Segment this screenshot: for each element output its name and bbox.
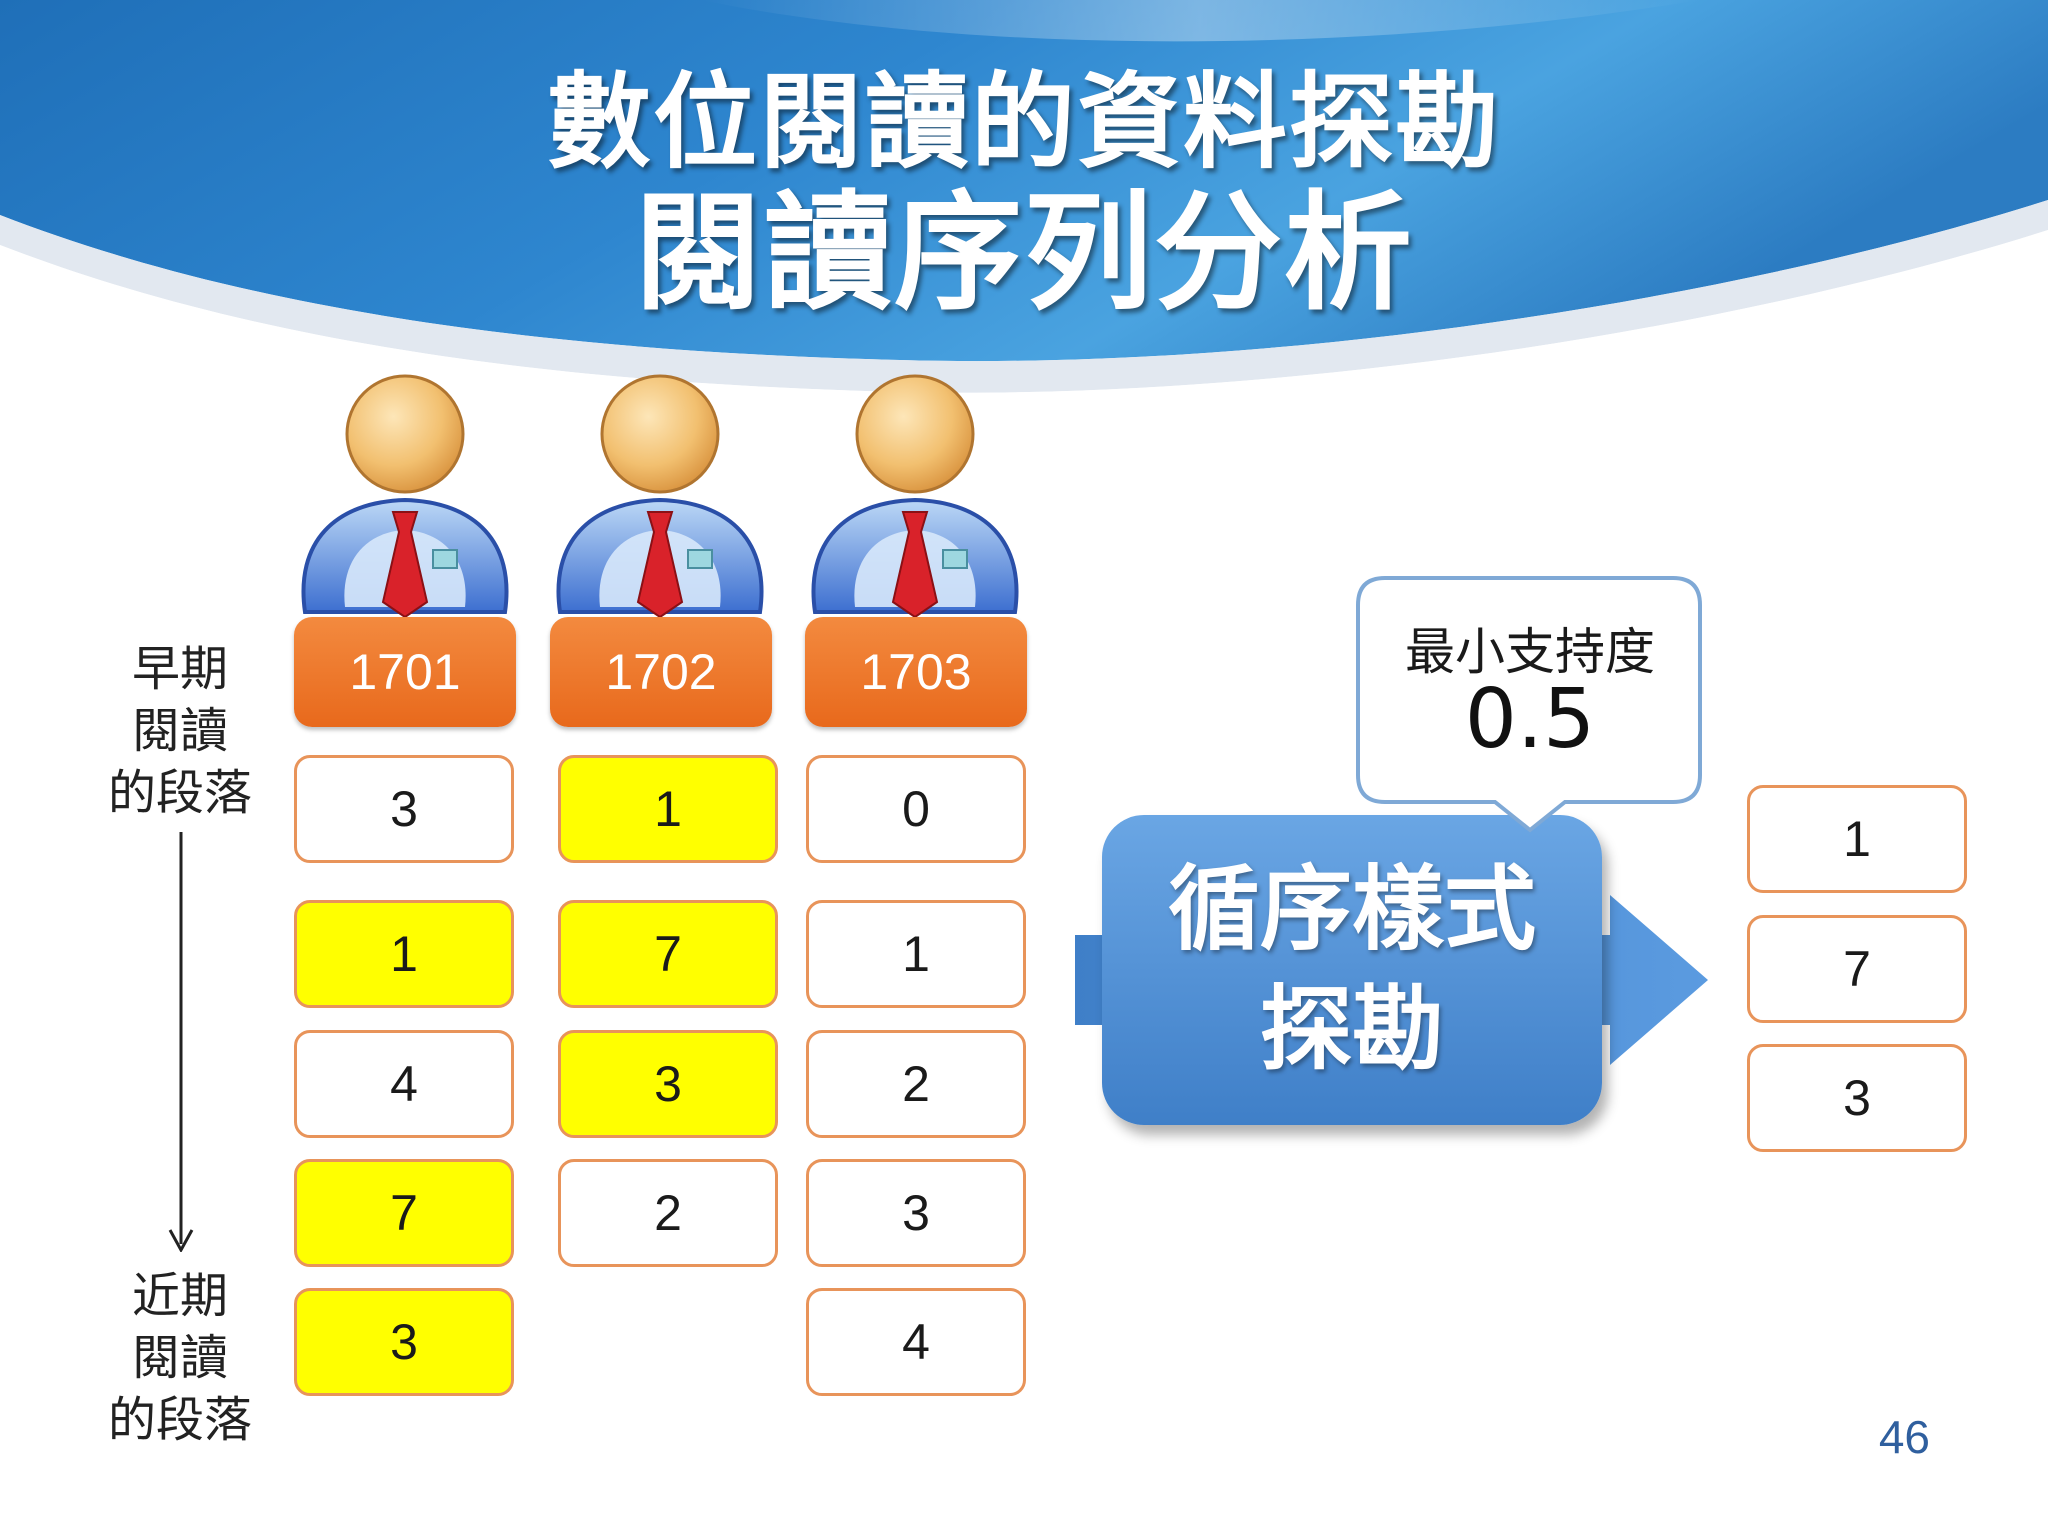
sequence-cell: 4 — [806, 1288, 1026, 1396]
sequence-cell: 1 — [558, 755, 778, 863]
reader-id-1701: 1701 — [294, 617, 516, 727]
sequence-cell: 3 — [558, 1030, 778, 1138]
sequence-cell: 0 — [806, 755, 1026, 863]
down-arrow-icon — [168, 832, 194, 1252]
reader-id-1702: 1702 — [550, 617, 772, 727]
user-avatar-icon — [556, 374, 764, 619]
early-label-line-3: 的段落 — [107, 765, 252, 821]
mining-box-line-2: 探勘 — [1259, 976, 1444, 1083]
min-support-label: 最小支持度 — [1405, 623, 1655, 681]
user-avatar-icon — [811, 374, 1019, 619]
min-support-value: 0.5 — [1464, 672, 1596, 767]
header-background — [0, 0, 2048, 406]
sequence-cell: 3 — [294, 1288, 514, 1396]
mining-box-line-1: 循序樣式 — [1167, 856, 1536, 963]
early-label-line-1: 早期 — [131, 641, 228, 697]
sequence-cell: 3 — [806, 1159, 1026, 1267]
recent-label-line-2: 閱讀 — [131, 1330, 228, 1386]
min-support-callout — [1356, 576, 1702, 833]
sequence-cell: 4 — [294, 1030, 514, 1138]
recent-label-line-1: 近期 — [131, 1268, 228, 1324]
recent-reading-label: 近期 閱讀 的段落 — [90, 1265, 270, 1451]
title-line-1: 數位閱讀的資料探勘 — [546, 61, 1501, 183]
result-cell: 3 — [1747, 1044, 1967, 1152]
sequence-cell: 7 — [558, 900, 778, 1008]
sequence-cell: 2 — [558, 1159, 778, 1267]
result-cell: 7 — [1747, 915, 1967, 1023]
sequence-cell: 1 — [294, 900, 514, 1008]
sequence-cell: 7 — [294, 1159, 514, 1267]
page-number: 46 — [1878, 1411, 1930, 1463]
sequence-cell: 1 — [806, 900, 1026, 1008]
early-label-line-2: 閱讀 — [131, 703, 228, 759]
user-avatar-icon — [301, 374, 509, 619]
recent-label-line-3: 的段落 — [107, 1392, 252, 1448]
sequential-pattern-mining-box: 循序樣式 探勘 — [1102, 815, 1602, 1125]
title-line-2: 閱讀序列分析 — [633, 179, 1414, 328]
result-cell: 1 — [1747, 785, 1967, 893]
sequence-cell: 3 — [294, 755, 514, 863]
early-reading-label: 早期 閱讀 的段落 — [90, 638, 270, 824]
sequence-cell: 2 — [806, 1030, 1026, 1138]
reader-id-1703: 1703 — [805, 617, 1027, 727]
